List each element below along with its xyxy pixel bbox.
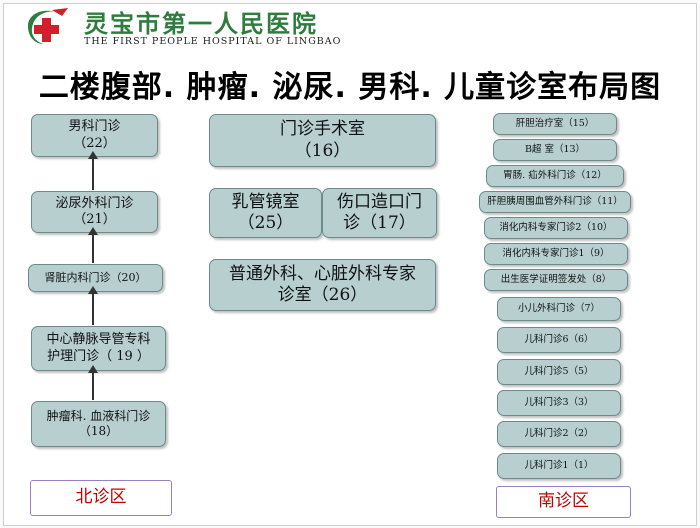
clinic-urology-21: 泌尿外科门诊 （21） bbox=[31, 191, 158, 233]
hospital-name-cn: 灵宝市第一人民医院 bbox=[84, 10, 318, 38]
clinic-oncology-hematology-18: 肿瘤科. 血液科门诊 （18） bbox=[31, 401, 166, 447]
clinic-pediatrics-5: 儿科门诊5（5） bbox=[497, 359, 621, 385]
clinic-pediatric-surgery-7: 小儿外科门诊（7） bbox=[497, 297, 621, 321]
clinic-pediatrics-6: 儿科门诊6（6） bbox=[497, 327, 621, 353]
room-hepatobiliary-treatment-15: 肝胆治疗室（15） bbox=[493, 113, 617, 135]
zone-label-north: 北诊区 bbox=[30, 480, 172, 516]
clinic-outpatient-surgery-16: 门诊手术室 （16） bbox=[209, 114, 436, 167]
room-ultrasound-13: B超 室（13） bbox=[493, 139, 617, 161]
zone-label-south: 南诊区 bbox=[496, 486, 631, 518]
clinic-pediatrics-1: 儿科门诊1（1） bbox=[497, 453, 621, 479]
clinic-hepatobiliary-vascular-11: 肝胆胰周围血管外科门诊（11） bbox=[479, 191, 631, 213]
clinic-ductoscopy-25: 乳管镜室 （25） bbox=[209, 188, 322, 238]
page-title: 二楼腹部. 肿瘤. 泌尿. 男科. 儿童诊室布局图 bbox=[38, 70, 662, 105]
clinic-pediatrics-3: 儿科门诊3（3） bbox=[497, 390, 621, 416]
clinic-gastro-hernia-12: 胃肠. 疝外科门诊（12） bbox=[486, 165, 624, 187]
clinic-general-cardiac-surgery-26: 普通外科、心脏外科专家 诊室（26） bbox=[209, 259, 436, 311]
clinic-central-venous-catheter-19: 中心静脉导管专科 护理门诊（ 19 ） bbox=[31, 326, 166, 371]
clinic-wound-ostomy-17: 伤口造口门 诊（17） bbox=[322, 188, 437, 238]
clinic-gastroenterology-expert-9: 消化内科专家门诊1（9） bbox=[484, 243, 628, 265]
clinic-gastroenterology-expert-10: 消化内科专家门诊2（10） bbox=[484, 217, 628, 239]
arrow-up-icon bbox=[88, 286, 98, 325]
arrow-up-icon bbox=[88, 151, 98, 190]
hospital-logo-icon bbox=[28, 8, 68, 44]
arrow-up-icon bbox=[88, 227, 98, 263]
clinic-pediatrics-2: 儿科门诊2（2） bbox=[497, 421, 621, 447]
clinic-andrology-22: 男科门诊 （22） bbox=[31, 114, 158, 157]
office-birth-certificate-8: 出生医学证明签发处（8） bbox=[484, 269, 628, 291]
arrow-up-icon bbox=[88, 365, 98, 400]
hospital-name-en: THE FIRST PEOPLE HOSPITAL OF LINGBAO bbox=[84, 36, 342, 47]
